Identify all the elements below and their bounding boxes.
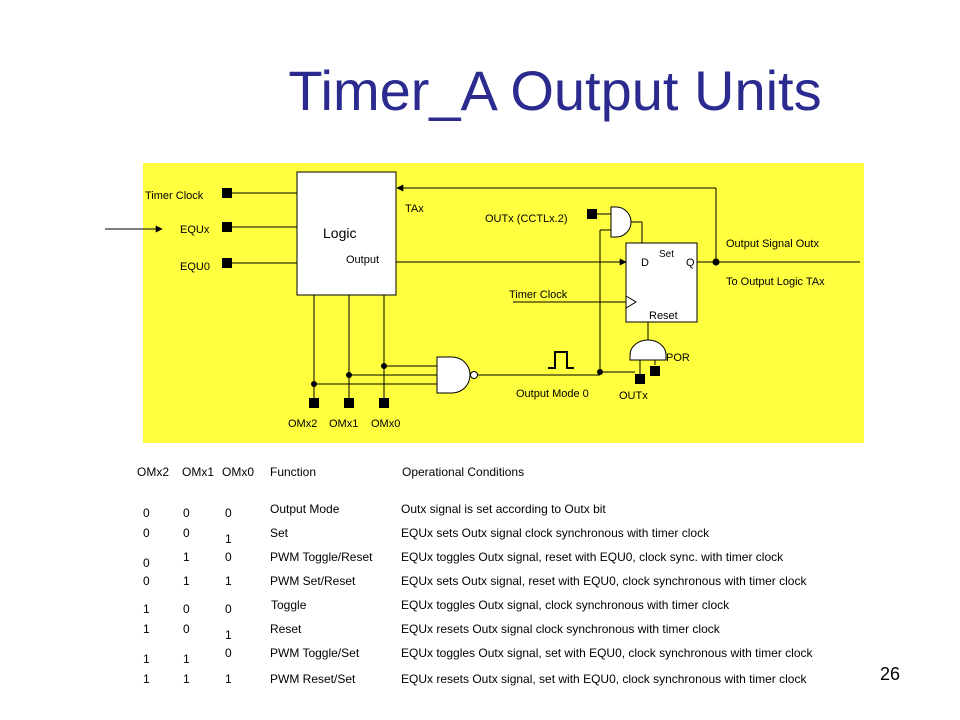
table-row-bit: 0 — [183, 506, 190, 520]
table-row-bit: 1 — [183, 672, 190, 686]
table-row-bit: 0 — [143, 574, 150, 588]
input-equ0-label: EQU0 — [180, 261, 210, 273]
table-row-bit: 0 — [225, 602, 232, 616]
omx0-label: OMx0 — [371, 418, 400, 430]
table-row-bit: 1 — [225, 672, 232, 686]
ff-d-label: D — [641, 257, 649, 269]
omx1-terminal — [344, 398, 354, 408]
or-gate-reset — [629, 339, 667, 361]
table-row-bit: 0 — [143, 556, 150, 570]
table-row-bit: 0 — [143, 506, 150, 520]
input-timer-clock-terminal — [222, 188, 232, 198]
table-header-omx2: OMx2 — [137, 465, 170, 479]
and-gate-cctl — [610, 206, 632, 238]
table-row-function: Reset — [270, 622, 302, 636]
table-row-function: Set — [270, 526, 289, 540]
ff-set-label: Set — [659, 249, 674, 260]
omx0-terminal — [379, 398, 389, 408]
tax-label: TAx — [405, 203, 424, 215]
ff-timer-clock-label: Timer Clock — [509, 289, 568, 301]
to-output-logic-label: To Output Logic TAx — [726, 276, 825, 288]
table-row-function: Toggle — [271, 598, 307, 612]
table-row-bit: 0 — [143, 526, 150, 540]
table-row-bit: 1 — [143, 652, 150, 666]
table-row-bit: 0 — [225, 550, 232, 564]
por-label: POR — [666, 352, 690, 364]
table-row-bit: 1 — [143, 622, 150, 636]
ff-clock-mark — [625, 295, 637, 309]
nand-bubble — [470, 371, 478, 379]
table-row-condition: EQUx resets Outx signal clock synchronou… — [401, 622, 720, 636]
output-mode-0-label: Output Mode 0 — [516, 388, 589, 400]
table-row-bit: 1 — [143, 602, 150, 616]
table-row-bit: 0 — [183, 602, 190, 616]
table-row-condition: EQUx sets Outx signal clock synchronous … — [401, 526, 710, 540]
input-timer-clock-label: Timer Clock — [145, 190, 204, 202]
outx-label: OUTx — [619, 390, 648, 402]
table-row-condition: EQUx resets Outx signal, set with EQU0, … — [401, 672, 807, 686]
pulse-symbol — [548, 351, 574, 369]
table-row-bit: 1 — [225, 574, 232, 588]
table-row-bit: 0 — [183, 622, 190, 636]
table-row-function: PWM Toggle/Set — [270, 646, 360, 660]
table-row-function: Output Mode — [270, 502, 340, 516]
nand-gate-mode — [436, 356, 471, 394]
table-row-condition: EQUx toggles Outx signal, reset with EQU… — [401, 550, 784, 564]
table-header-omx1: OMx1 — [182, 465, 215, 479]
slide-title: Timer_A Output Units — [288, 59, 822, 122]
table-row-bit: 0 — [225, 506, 232, 520]
por-terminal — [650, 366, 660, 376]
input-equ0-terminal — [222, 258, 232, 268]
table-header-omx0: OMx0 — [222, 465, 255, 479]
slide-number: 26 — [880, 664, 901, 684]
table-row-bit: 1 — [225, 628, 232, 642]
outx-cctl-terminal — [587, 209, 597, 219]
flip-flop — [625, 242, 698, 323]
omx1-label: OMx1 — [329, 418, 358, 430]
table-row-function: PWM Reset/Set — [270, 672, 356, 686]
table-row-bit: 1 — [183, 550, 190, 564]
omx2-terminal — [309, 398, 319, 408]
table-row-function: PWM Set/Reset — [270, 574, 356, 588]
ff-reset-label: Reset — [649, 310, 678, 322]
junction-dot — [381, 363, 387, 369]
table-row-condition: Outx signal is set according to Outx bit — [401, 502, 606, 516]
logic-output-label: Output — [346, 254, 379, 266]
table-row-condition: EQUx sets Outx signal, reset with EQU0, … — [401, 574, 807, 588]
table-row-bit: 1 — [143, 672, 150, 686]
output-signal-label: Output Signal Outx — [726, 238, 819, 250]
table-row-function: PWM Toggle/Reset — [270, 550, 373, 564]
table-row-condition: EQUx toggles Outx signal, clock synchron… — [401, 598, 730, 612]
omx2-label: OMx2 — [288, 418, 317, 430]
outx-terminal — [635, 374, 645, 384]
logic-block — [296, 171, 397, 296]
table-row-bit: 1 — [183, 574, 190, 588]
table-row-bit: 0 — [225, 646, 232, 660]
table-row-bit: 0 — [183, 526, 190, 540]
table-header-conditions: Operational Conditions — [402, 465, 525, 479]
table-row-bit: 1 — [225, 532, 232, 546]
ff-q-label: Q — [686, 257, 695, 269]
logic-label: Logic — [323, 225, 356, 241]
input-equx-label: EQUx — [180, 224, 210, 236]
diagram-panel — [143, 163, 864, 443]
input-equx-terminal — [222, 222, 232, 232]
table-row-condition: EQUx toggles Outx signal, set with EQU0,… — [401, 646, 813, 660]
junction-dot — [311, 381, 317, 387]
junction-dot — [346, 372, 352, 378]
junction-dot — [712, 258, 720, 266]
table-row-bit: 1 — [183, 652, 190, 666]
outx-cctl-label: OUTx (CCTLx.2) — [485, 213, 568, 225]
table-header-function: Function — [270, 465, 317, 479]
